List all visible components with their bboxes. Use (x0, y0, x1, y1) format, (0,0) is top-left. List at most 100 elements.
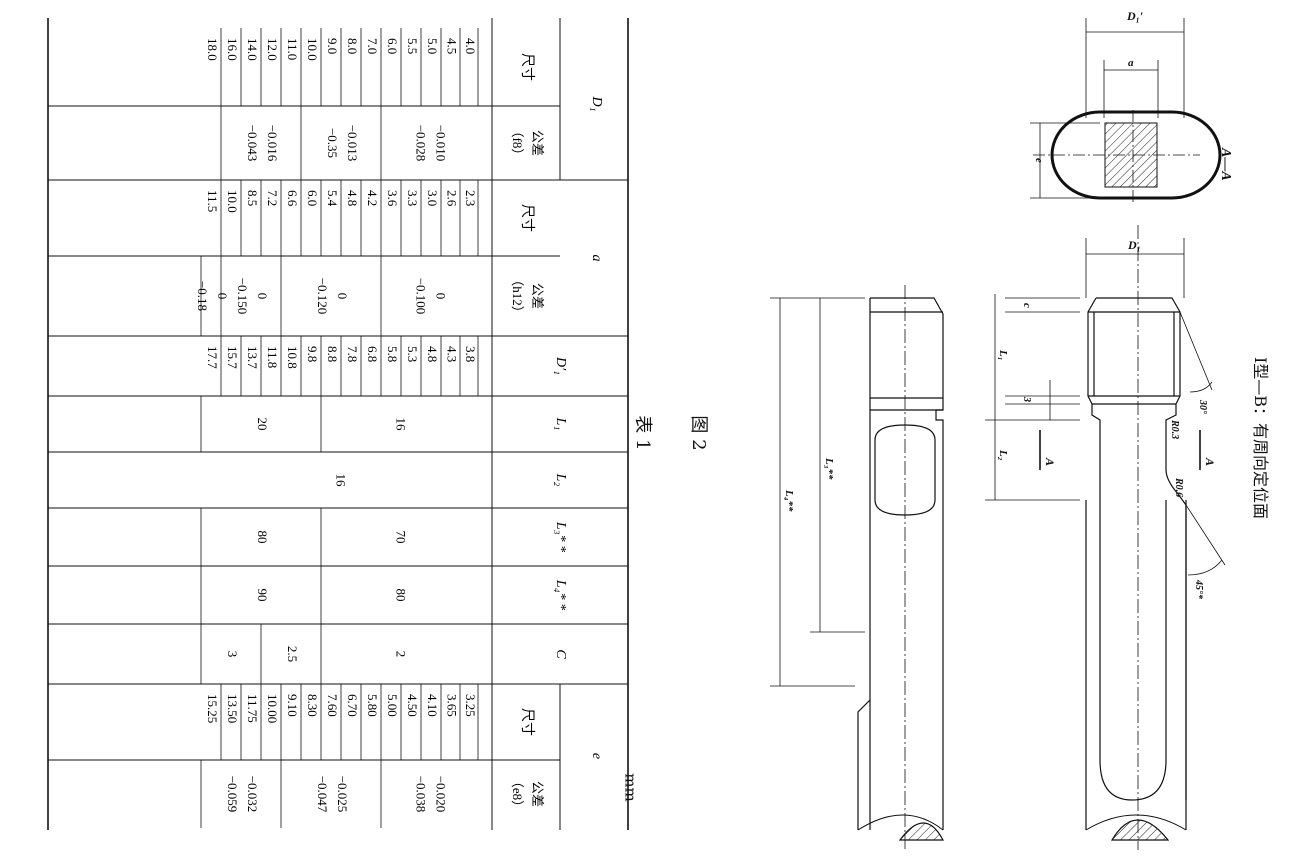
c-cell: 2 (394, 651, 409, 658)
dim-l2-label: L₂ (997, 449, 1009, 461)
table-caption: 表 1 (632, 415, 653, 451)
column-subheader: （e8） (510, 775, 525, 813)
d1-size-cell: 9.0 (325, 38, 340, 54)
d1-tolerance-cell: −0.043 (245, 125, 260, 162)
l3-cell: 70 (394, 531, 409, 544)
e-size-cell: 13.50 (225, 694, 240, 723)
d1-prime-cell: 8.8 (325, 346, 340, 362)
column-subheader: 尺寸 (519, 53, 535, 81)
d1-tolerance-cell: −0.013 (345, 125, 360, 162)
section-a-a-view (1030, 18, 1222, 205)
l4-cell: 80 (394, 589, 409, 602)
a-tolerance-cell: 0 (215, 293, 230, 300)
a-size-cell: 3.6 (385, 190, 400, 207)
section-label: A—A (1218, 147, 1233, 181)
a-size-cell: 6.6 (285, 190, 300, 207)
section-mark-right: A (1203, 457, 1217, 466)
d1-prime-cell: 5.8 (385, 346, 400, 362)
a-size-cell: 6.0 (305, 190, 320, 206)
pin-side-view (770, 285, 944, 850)
dim-3-label: 3 (1021, 396, 1032, 402)
type-title: Ⅰ型—B：有周向定位面 (1251, 356, 1270, 520)
table-grid (47, 18, 629, 830)
d1-prime-cell: 9.8 (305, 346, 320, 362)
column-subheader: 公差 (530, 781, 545, 807)
d1-size-cell: 4.0 (463, 38, 478, 54)
a-tolerance-cell: −0.120 (315, 278, 330, 315)
a-tolerance-cell: −0.18 (195, 281, 210, 311)
d1-tolerance-cell: −0.016 (265, 125, 280, 162)
column-header: e (589, 753, 604, 759)
column-subheader: 公差 (530, 130, 545, 156)
a-size-cell: 4.2 (365, 190, 380, 206)
d1-prime-cell: 3.8 (463, 346, 478, 362)
d1-prime-cell: 10.8 (285, 346, 300, 369)
drawing-labels: A—A D₁′ a e D₁ c 3 L₁ L₂ A A 30° R0.3 R0… (783, 9, 1233, 600)
e-tolerance-cell: −0.020 (434, 776, 449, 813)
e-size-cell: 4.10 (425, 694, 440, 717)
dim-l4-label: L₄** (783, 489, 795, 512)
e-size-cell: 3.65 (445, 694, 460, 717)
a-size-cell: 3.3 (405, 190, 420, 206)
a-size-cell: 2.3 (463, 190, 478, 206)
a-size-cell: 10.0 (225, 190, 240, 213)
d1-size-cell: 11.0 (285, 38, 300, 60)
c-cell: 2.5 (285, 646, 300, 662)
c-cell: 3 (225, 651, 240, 658)
a-size-cell: 2.6 (445, 190, 460, 207)
l2-cell: 16 (334, 474, 349, 488)
d1-size-cell: 16.0 (225, 38, 240, 61)
d1-size-cell: 4.5 (445, 38, 460, 54)
d1-prime-cell: 5.3 (405, 346, 420, 362)
d1-prime-cell: 11.8 (265, 346, 280, 368)
column-subheader: 尺寸 (519, 708, 535, 736)
e-size-cell: 7.60 (325, 694, 340, 717)
d1-tolerance-cell: −0.010 (434, 125, 449, 162)
l1-cell: 20 (255, 418, 270, 431)
d1-prime-cell: 17.7 (205, 346, 220, 369)
technical-drawing (770, 18, 1226, 850)
a-tolerance-cell: 0 (434, 293, 449, 300)
d1-size-cell: 18.0 (205, 38, 220, 61)
column-header: D′₁ (553, 356, 568, 375)
a-tolerance-cell: 0 (255, 293, 270, 300)
e-tolerance-cell: −0.038 (414, 776, 429, 813)
d1-size-cell: 14.0 (245, 38, 260, 61)
dim-e-label: e (1033, 158, 1045, 163)
l1-cell: 16 (394, 418, 409, 432)
section-mark-left: A (1043, 457, 1057, 466)
column-header: L₂ (553, 473, 568, 487)
column-header: a (589, 255, 604, 262)
d1-size-cell: 6.0 (385, 38, 400, 54)
a-size-cell: 11.5 (205, 190, 220, 212)
d1-prime-cell: 4.3 (445, 346, 460, 362)
d1-size-cell: 5.5 (405, 38, 420, 54)
e-size-cell: 9.10 (285, 694, 300, 717)
a-size-cell: 3.0 (425, 190, 440, 206)
a-size-cell: 8.5 (245, 190, 260, 206)
angle-30-label: 30° (1197, 399, 1208, 414)
a-tolerance-cell: −0.100 (414, 278, 429, 315)
a-size-cell: 4.8 (345, 190, 360, 206)
e-size-cell: 3.25 (463, 694, 478, 717)
dim-d1-prime-label: D₁′ (1126, 9, 1143, 23)
d1-size-cell: 10.0 (305, 38, 320, 61)
l4-cell: 90 (255, 589, 270, 602)
dim-l1-label: L₁ (997, 349, 1009, 361)
pin-front-view (985, 225, 1226, 850)
e-size-cell: 6.70 (345, 694, 360, 717)
dim-l3-label: L₃** (823, 457, 835, 480)
e-tolerance-cell: −0.032 (245, 776, 260, 813)
column-header: L₃* * (553, 521, 568, 552)
column-subheader: 公差 (530, 283, 545, 309)
l3-cell: 80 (255, 531, 270, 544)
d1-prime-cell: 15.7 (225, 346, 240, 369)
e-size-cell: 8.30 (305, 694, 320, 717)
a-size-cell: 7.2 (265, 190, 280, 206)
a-tolerance-cell: 0 (335, 293, 350, 300)
e-tolerance-cell: −0.047 (315, 776, 330, 813)
d1-prime-cell: 13.7 (245, 346, 260, 369)
